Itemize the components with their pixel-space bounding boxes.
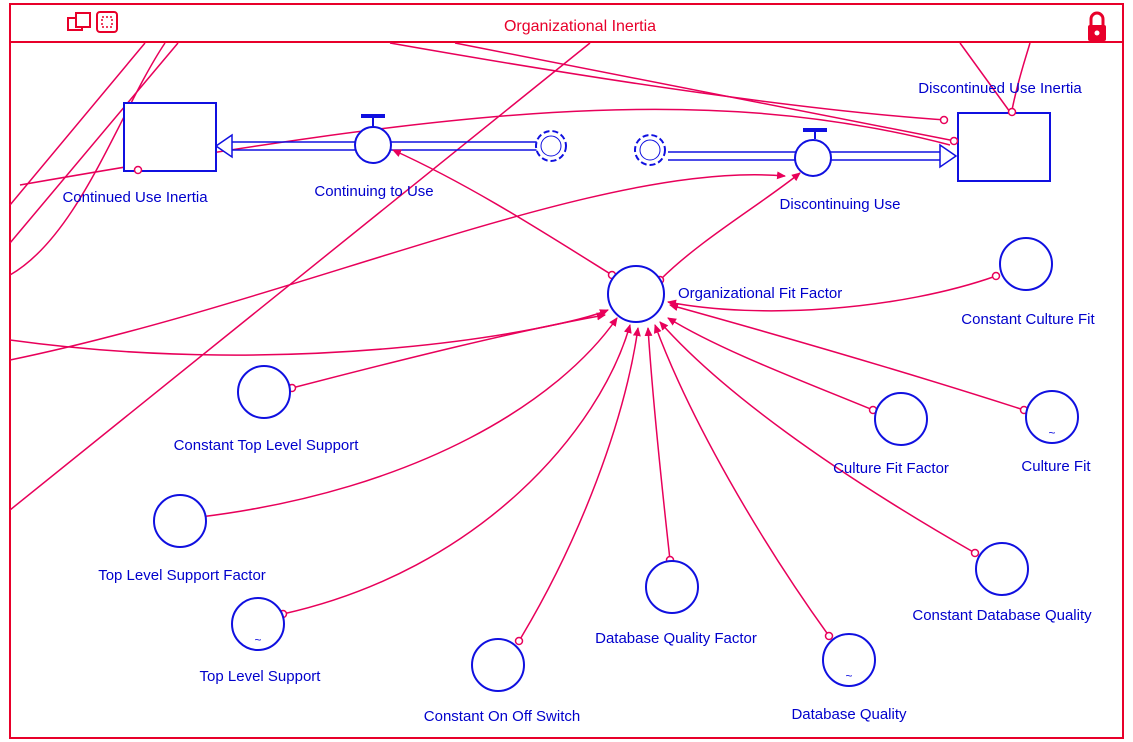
stock-continued-use-inertia[interactable]: [123, 102, 217, 172]
node-constant-top-level-support[interactable]: [237, 365, 291, 419]
node-database-quality-factor[interactable]: [645, 560, 699, 614]
label-discontinued-use-inertia: Discontinued Use Inertia: [918, 80, 1082, 97]
node-organizational-fit-factor[interactable]: [607, 265, 665, 323]
label-discontinuing-use: Discontinuing Use: [780, 196, 901, 213]
node-culture-fit-factor[interactable]: [874, 392, 928, 446]
label-top-level-support: Top Level Support: [200, 668, 322, 685]
causal-links: [133, 107, 1029, 646]
svg-text:~: ~: [845, 669, 852, 683]
node-database-quality[interactable]: ~: [822, 633, 876, 687]
stock-discontinued-use-inertia[interactable]: [957, 112, 1051, 182]
label-culture-fit-factor: Culture Fit Factor: [833, 460, 949, 477]
two-windows-icon[interactable]: [67, 12, 91, 31]
lock-icon[interactable]: [1088, 11, 1106, 41]
svg-text:~: ~: [254, 633, 261, 647]
window-title: Organizational Inertia: [504, 18, 656, 35]
label-continuing-to-use: Continuing to Use: [314, 183, 433, 200]
node-constant-database-quality[interactable]: [975, 542, 1029, 596]
label-constant-on-off-switch: Constant On Off Switch: [424, 708, 580, 725]
cloud-sink-icon: [634, 134, 666, 166]
node-constant-on-off-switch[interactable]: [471, 638, 525, 692]
label-continued-use-inertia: Continued Use Inertia: [62, 189, 208, 206]
svg-text:~: ~: [1048, 426, 1055, 440]
valve-continuing-to-use[interactable]: [354, 114, 392, 164]
label-constant-top-level-support: Constant Top Level Support: [174, 437, 360, 454]
valve-discontinuing-use[interactable]: [794, 128, 832, 177]
label-culture-fit: Culture Fit: [1021, 458, 1091, 475]
label-organizational-fit-factor: Organizational Fit Factor: [678, 285, 842, 302]
node-top-level-support-factor[interactable]: [153, 494, 207, 548]
node-top-level-support[interactable]: ~: [231, 597, 285, 651]
label-constant-culture-fit: Constant Culture Fit: [961, 311, 1095, 328]
label-database-quality: Database Quality: [791, 706, 907, 723]
cloud-source-icon: [535, 130, 567, 162]
node-constant-culture-fit[interactable]: [999, 237, 1053, 291]
label-top-level-support-factor: Top Level Support Factor: [98, 567, 266, 584]
node-culture-fit[interactable]: ~: [1025, 390, 1079, 444]
label-constant-database-quality: Constant Database Quality: [912, 607, 1092, 624]
label-database-quality-factor: Database Quality Factor: [595, 630, 757, 647]
window-border: [9, 3, 1124, 739]
frame-toggle-icon[interactable]: [96, 11, 118, 33]
